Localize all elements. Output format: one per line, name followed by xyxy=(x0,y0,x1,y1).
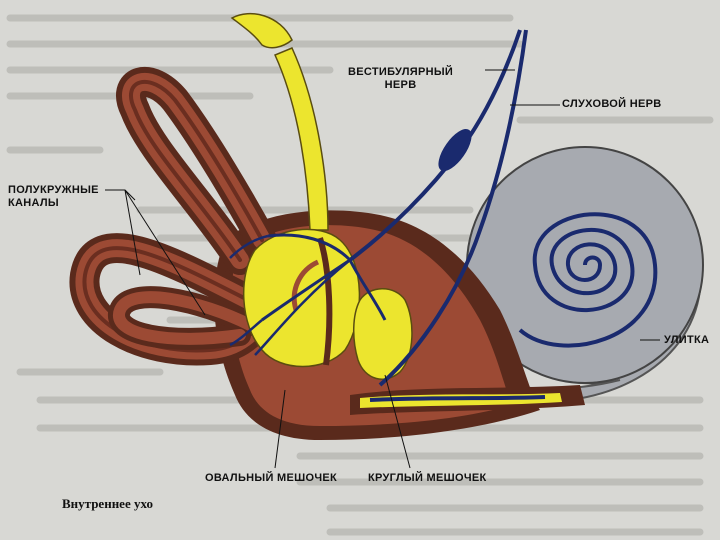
semicircular-canals-label: ПОЛУКРУЖНЫЕ КАНАЛЫ xyxy=(8,184,99,210)
cochlea-label: УЛИТКА xyxy=(664,334,709,347)
vestibular-ganglion xyxy=(433,125,477,176)
auditory-nerve-label: СЛУХОВОЙ НЕРВ xyxy=(562,98,662,111)
oval-sac-label: ОВАЛЬНЫЙ МЕШОЧЕК xyxy=(205,472,337,485)
figure-caption: Внутреннее ухо xyxy=(62,496,153,512)
semicircular-canals xyxy=(84,82,262,351)
round-sac-label: КРУГЛЫЙ МЕШОЧЕК xyxy=(368,472,487,485)
vestibular-nerve-label: ВЕСТИБУЛЯРНЫЙ НЕРВ xyxy=(348,66,453,92)
